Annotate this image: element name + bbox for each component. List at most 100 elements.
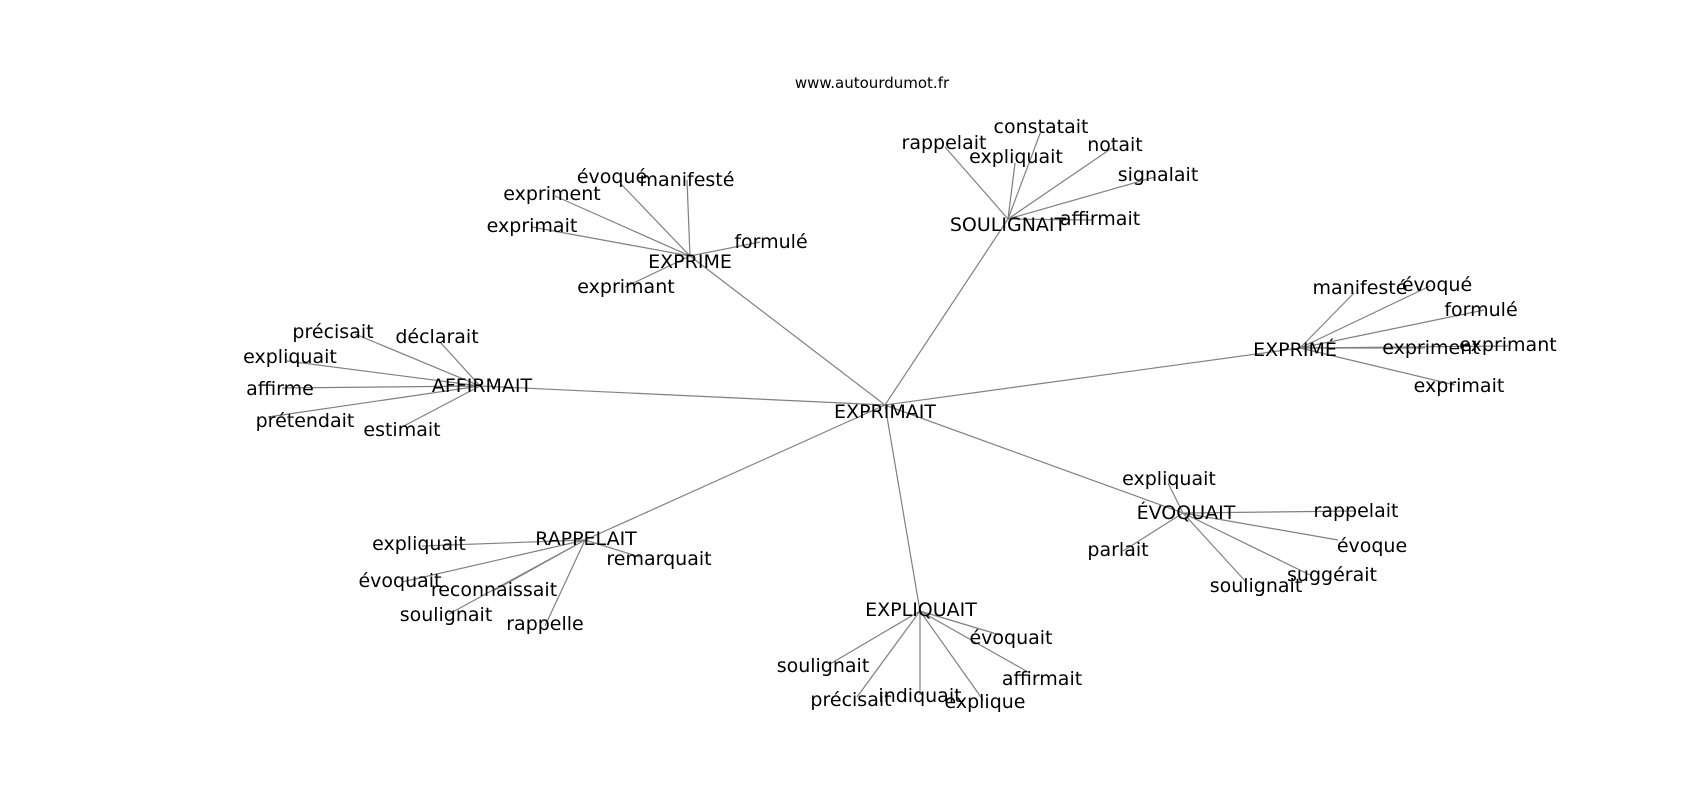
leaf-word[interactable]: rappelle xyxy=(506,613,584,635)
hub-leaf-edge xyxy=(421,539,586,547)
hub-leaf-edge xyxy=(619,182,691,257)
leaf-word[interactable]: affirmait xyxy=(1002,668,1082,690)
center-hub-edge xyxy=(884,404,1184,514)
hub-leaf-edge xyxy=(1122,512,1184,552)
leaf-word[interactable]: évoqué xyxy=(577,166,647,188)
leaf-word[interactable]: expliquait xyxy=(969,146,1063,168)
leaf-word[interactable]: formulé xyxy=(1444,299,1517,321)
leaf-word[interactable]: expriment xyxy=(503,183,600,205)
leaf-word[interactable]: précisait xyxy=(292,321,373,343)
hub-leaf-edge xyxy=(829,610,921,665)
hub-leaf-edge xyxy=(1007,147,1113,220)
hub-leaf-edge xyxy=(1182,512,1248,584)
hub-leaf-edge xyxy=(1167,482,1184,514)
watermark: www.autourdumot.fr xyxy=(795,74,950,92)
hub-leaf-edge xyxy=(1007,218,1093,221)
leaf-word[interactable]: déclarait xyxy=(395,326,478,348)
hub-leaf-edge xyxy=(531,226,691,257)
leaf-word[interactable]: manifesté xyxy=(1313,277,1408,299)
center-word[interactable]: EXPRIMAIT xyxy=(834,401,936,423)
leaf-word[interactable]: exprimant xyxy=(1459,334,1556,356)
leaf-word[interactable]: rappelait xyxy=(902,132,987,154)
hub-leaf-edge xyxy=(919,610,984,701)
hub-leaf-edge xyxy=(448,539,586,615)
hub-leaf-edge xyxy=(354,333,481,387)
center-hub-edge xyxy=(584,404,886,541)
hub-word[interactable]: EXPLIQUAIT xyxy=(865,599,977,621)
hub-leaf-edge xyxy=(281,385,481,389)
hub-leaf-edge xyxy=(686,179,691,257)
leaf-word[interactable]: évoqué xyxy=(1402,274,1472,296)
leaf-word[interactable]: expliquait xyxy=(243,346,337,368)
leaf-word[interactable]: évoque xyxy=(1337,535,1407,557)
leaf-word[interactable]: expriment xyxy=(1382,337,1479,359)
leaf-word[interactable]: explique xyxy=(944,691,1025,713)
hub-leaf-edge xyxy=(1299,292,1355,349)
hub-leaf-edge xyxy=(439,341,481,387)
leaf-word[interactable]: rappelait xyxy=(1314,500,1399,522)
hub-leaf-edge xyxy=(401,539,586,583)
hub-leaf-edge xyxy=(1299,347,1456,386)
leaf-word[interactable]: expliquait xyxy=(1122,468,1216,490)
hub-leaf-edge xyxy=(584,539,641,558)
hub-leaf-edge xyxy=(399,385,481,429)
leaf-word[interactable]: estimait xyxy=(363,419,440,441)
hub-leaf-edge xyxy=(1007,176,1156,220)
center-hub-edge xyxy=(884,347,1301,406)
leaf-word[interactable]: affirmait xyxy=(1060,208,1140,230)
hub-leaf-edge xyxy=(1007,130,1042,220)
hub-leaf-edge xyxy=(919,610,1029,673)
leaf-word[interactable]: exprimant xyxy=(577,276,674,298)
center-hub-edge xyxy=(884,404,921,612)
hub-word[interactable]: EXPRIMÉ xyxy=(1253,338,1337,361)
leaf-word[interactable]: évoquait xyxy=(969,627,1052,649)
leaf-word[interactable]: prétendait xyxy=(256,410,355,432)
hub-word[interactable]: AFFIRMAIT xyxy=(432,375,533,397)
center-hub-edge xyxy=(479,385,886,406)
hub-leaf-edge xyxy=(856,610,921,698)
leaf-word[interactable]: remarquait xyxy=(606,548,711,570)
leaf-word[interactable]: notait xyxy=(1087,134,1143,156)
hub-leaf-edge xyxy=(689,241,761,257)
hub-word[interactable]: ÉVOQUAIT xyxy=(1137,501,1236,524)
leaf-word[interactable]: évoquait xyxy=(358,570,441,592)
hub-leaf-edge xyxy=(544,539,586,627)
center-hub-edge xyxy=(884,218,1009,406)
leaf-word[interactable]: précisait xyxy=(810,689,891,711)
leaf-word[interactable]: manifesté xyxy=(640,169,735,191)
hub-leaf-edge xyxy=(267,385,481,418)
hub-leaf-edge xyxy=(1182,512,1311,576)
hub-leaf-edge xyxy=(1299,345,1509,349)
leaf-word[interactable]: parlait xyxy=(1087,539,1148,561)
graph-labels: EXPRIMAITEXPRIMEévoquémanifestéexpriment… xyxy=(243,116,1557,713)
hub-leaf-edge xyxy=(919,610,1001,636)
leaf-word[interactable]: expliquait xyxy=(372,533,466,555)
leaf-word[interactable]: reconnaissait xyxy=(431,579,557,601)
hub-leaf-edge xyxy=(1299,285,1431,349)
hub-leaf-edge xyxy=(1182,510,1356,514)
hub-word[interactable]: RAPPELAIT xyxy=(535,528,637,550)
leaf-word[interactable]: signalait xyxy=(1118,164,1199,186)
hub-leaf-edge xyxy=(1299,309,1485,349)
hub-leaf-edge xyxy=(624,255,691,288)
leaf-word[interactable]: indiquait xyxy=(878,685,961,707)
leaf-word[interactable]: soulignait xyxy=(1210,575,1303,597)
hub-leaf-edge xyxy=(554,195,691,257)
leaf-word[interactable]: affirme xyxy=(246,378,314,400)
center-hub-edge xyxy=(689,255,886,406)
hub-word[interactable]: SOULIGNAIT xyxy=(950,214,1067,236)
hub-leaf-edge xyxy=(1007,162,1016,220)
hub-leaf-edge xyxy=(944,146,1009,220)
leaf-word[interactable]: exprimait xyxy=(1414,375,1505,397)
leaf-word[interactable]: constatait xyxy=(994,116,1089,138)
leaf-word[interactable]: soulignait xyxy=(777,655,870,677)
leaf-word[interactable]: soulignait xyxy=(400,604,493,626)
hub-leaf-edge xyxy=(286,360,481,387)
hub-leaf-edge xyxy=(1182,512,1339,541)
hub-word[interactable]: EXPRIME xyxy=(648,251,732,273)
leaf-word[interactable]: suggérait xyxy=(1287,564,1377,586)
leaf-word[interactable]: formulé xyxy=(734,231,807,253)
graph-edges xyxy=(267,130,1509,701)
leaf-word[interactable]: exprimait xyxy=(487,215,578,237)
